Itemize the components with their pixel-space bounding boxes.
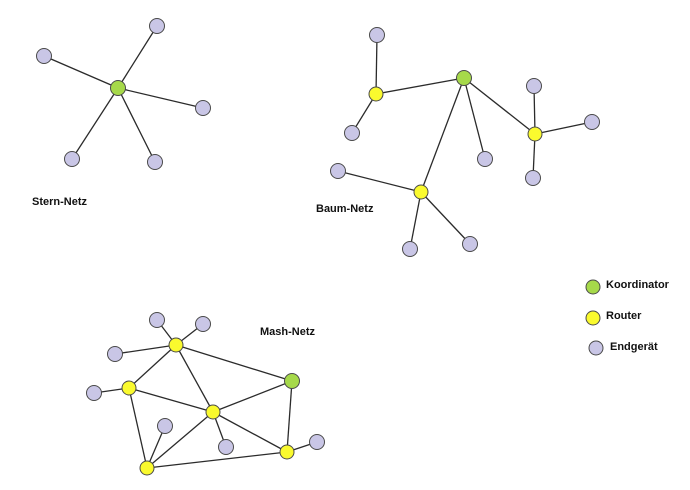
mash-node-router-r1 — [168, 337, 184, 353]
legend-endgeraet-label: Endgerät — [610, 341, 658, 353]
baum-edge-r3-e8 — [534, 121, 593, 135]
legend-koordinator-label: Koordinator — [606, 279, 670, 291]
mash-node-router-r3 — [205, 404, 221, 420]
baum-node-endgeraet-e4 — [330, 163, 346, 179]
baum-node-endgeraet-e3 — [477, 151, 493, 167]
baum-node-endgeraet-e8 — [584, 114, 600, 130]
mash-edge-r1-k — [175, 344, 293, 382]
stern-edge-k-e5 — [117, 87, 156, 163]
stern-edge-k-e4 — [71, 87, 119, 160]
baum-edge-k-e3 — [463, 77, 486, 160]
mash-node-router-r5 — [279, 444, 295, 460]
mash-edge-r4-r5 — [146, 451, 288, 469]
baum-node-endgeraet-e9 — [525, 170, 541, 186]
baum-edge-r2-e6 — [420, 191, 471, 245]
baum-edge-r2-e5 — [409, 191, 422, 250]
baum-edge-r1-e1 — [375, 34, 378, 95]
mash-node-endgeraet-e2 — [195, 316, 211, 332]
mash-node-endgeraet-e1 — [149, 312, 165, 328]
baum-node-endgeraet-e1 — [369, 27, 385, 43]
baum-node-endgeraet-e2 — [344, 125, 360, 141]
mash-edge-r1-e3 — [114, 344, 177, 355]
baum-edge-r2-e4 — [337, 170, 422, 193]
mash-edge-r3-k — [212, 380, 293, 413]
baum-edge-k-r3 — [463, 77, 536, 135]
mash-edge-r3-r5 — [212, 411, 288, 453]
baum-node-router-r2 — [413, 184, 429, 200]
stern-node-endgeraet-e3 — [195, 100, 211, 116]
baum-edge-k-r1 — [375, 77, 465, 95]
mash-edge-r3-r4 — [146, 411, 214, 469]
baum-node-endgeraet-e5 — [402, 241, 418, 257]
mash-node-koordinator-k — [284, 373, 300, 389]
baum-node-koordinator-k — [456, 70, 472, 86]
stern-node-koordinator-k — [110, 80, 126, 96]
mash-node-router-r2 — [121, 380, 137, 396]
stern-node-endgeraet-e2 — [149, 18, 165, 34]
edges-layer — [43, 25, 593, 469]
stern-node-endgeraet-e5 — [147, 154, 163, 170]
baum-node-endgeraet-e6 — [462, 236, 478, 252]
baum-node-router-r3 — [527, 126, 543, 142]
mash-edge-r2-r4 — [128, 387, 148, 469]
baum-edge-k-r2 — [420, 77, 465, 193]
legend-endgeraet-symbol — [588, 340, 604, 356]
mash-node-endgeraet-e4 — [86, 385, 102, 401]
legend-koordinator-symbol — [585, 279, 601, 295]
label-stern-netz: Stern-Netz — [32, 196, 88, 208]
stern-node-endgeraet-e1 — [36, 48, 52, 64]
mash-edge-k-r5 — [286, 380, 293, 453]
mash-edge-r2-r3 — [128, 387, 214, 413]
baum-edge-r3-e7 — [533, 85, 536, 135]
legend: Koordinator Router Endgerät — [585, 279, 670, 356]
mash-node-endgeraet-e3 — [107, 346, 123, 362]
mash-edge-r1-r3 — [175, 344, 214, 413]
legend-router-label: Router — [606, 310, 642, 322]
mash-node-endgeraet-e5 — [157, 418, 173, 434]
mash-node-endgeraet-e6 — [218, 439, 234, 455]
stern-node-endgeraet-e4 — [64, 151, 80, 167]
mash-edge-r1-r2 — [128, 344, 177, 389]
label-mash-netz: Mash-Netz — [260, 326, 316, 338]
nodes-layer — [36, 18, 600, 476]
baum-node-endgeraet-e7 — [526, 78, 542, 94]
baum-node-router-r1 — [368, 86, 384, 102]
mash-node-endgeraet-e7 — [309, 434, 325, 450]
label-baum-netz: Baum-Netz — [316, 203, 374, 215]
stern-edge-k-e2 — [117, 25, 158, 89]
stern-edge-k-e1 — [43, 55, 119, 89]
mash-node-router-r4 — [139, 460, 155, 476]
legend-router-symbol — [585, 310, 601, 326]
stern-edge-k-e3 — [117, 87, 204, 109]
